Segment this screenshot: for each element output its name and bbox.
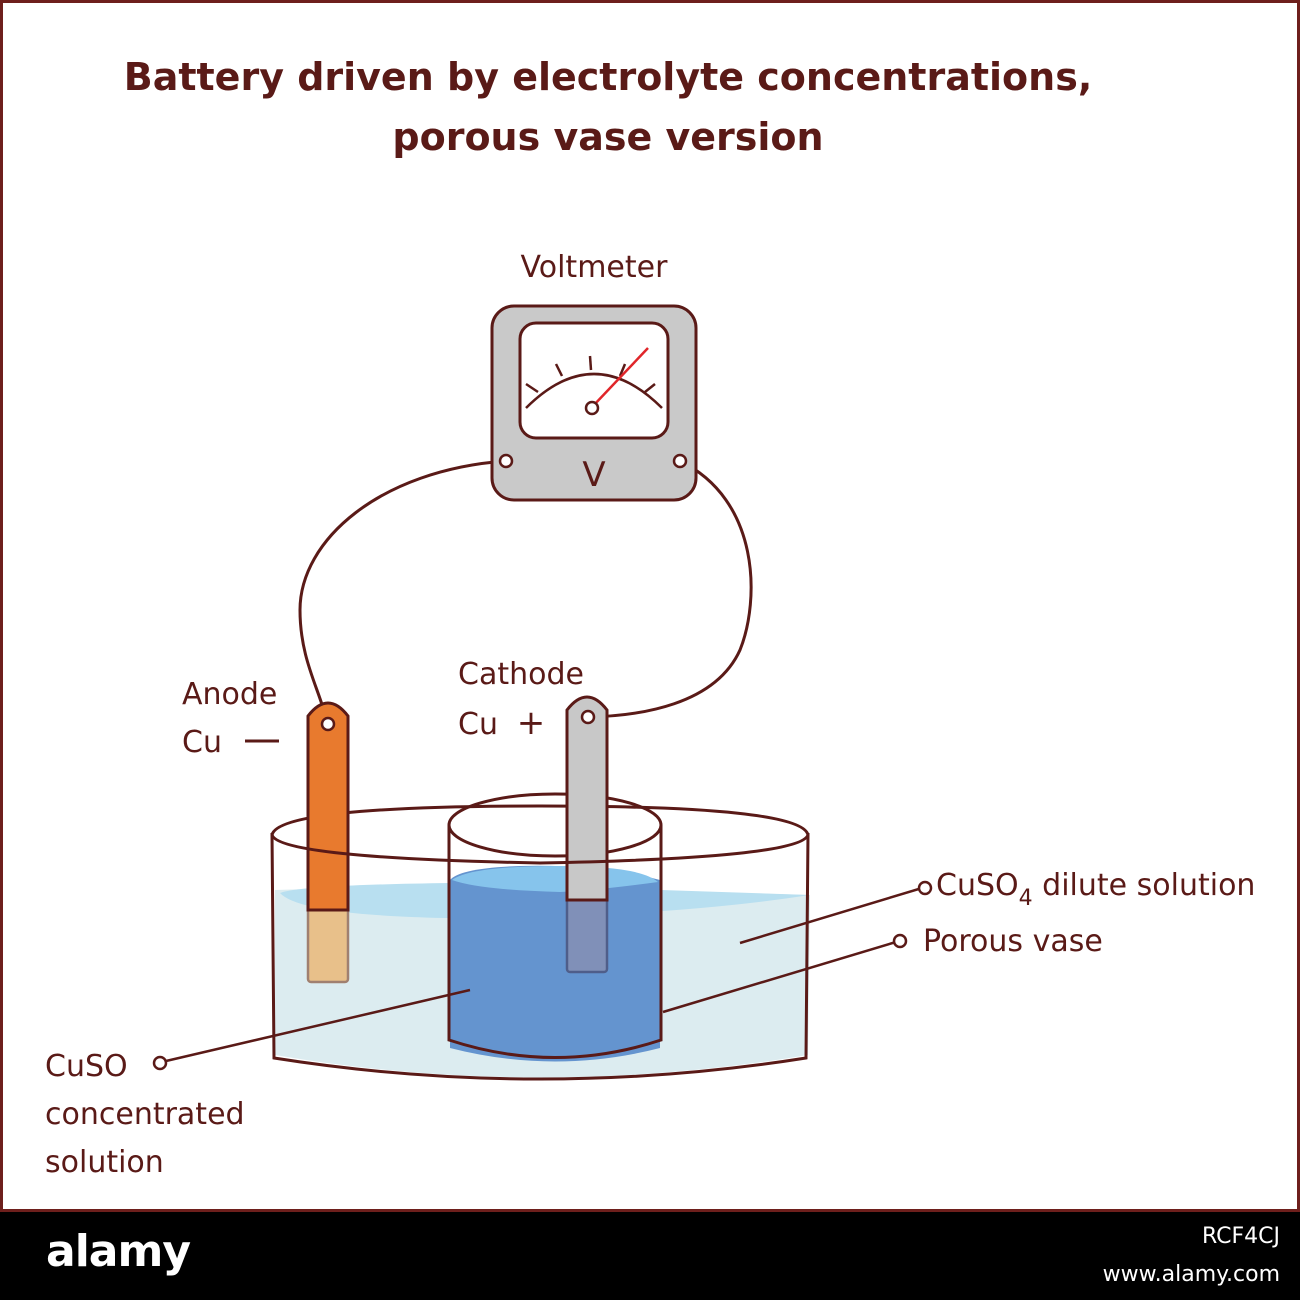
container-back-rim [270,804,810,836]
anode-wire [298,459,507,723]
voltmeter-needle [592,347,649,407]
container-front-rim [270,834,810,865]
anode-terminal [320,716,336,732]
voltmeter-dial [518,321,670,440]
cathode-plus-sign: + [517,703,546,743]
cathode-element-label: Cu [458,707,498,742]
dilute-formula: CuSO [936,868,1019,903]
site-url: www.alamy.com [1102,1262,1280,1287]
concentrated-solution [450,865,660,1062]
dial-arc [525,372,663,409]
concentrated-label-line-3: solution [45,1145,164,1180]
dilute-callout-line [739,886,923,945]
cathode-rod [565,695,609,902]
dial-tick [525,382,539,394]
anode-element-label: Cu [182,725,222,760]
concentrated-callout-line [165,988,471,1063]
dial-tick [644,383,656,393]
dilute-solution-label: CuSO4 dilute solution [936,868,1255,911]
dial-tick [554,363,564,377]
dilute-callout-dot [917,880,933,896]
battery-diagram: Battery driven by electrolyte concentrat… [45,55,1255,1180]
dilute-subscript: 4 [1019,886,1033,911]
cathode-electrode [565,695,609,902]
dial-tick [618,363,627,377]
vase-walls [447,825,663,1059]
voltmeter-label: Voltmeter [521,250,669,285]
concentrated-label-line-2: concentrated [45,1097,245,1132]
porous-vase-label: Porous vase [923,924,1103,959]
porous-callout-line [662,940,897,1014]
dial-tick [588,355,593,371]
concentrated-label-line-1: CuSO [45,1049,128,1084]
concentrated-callout-dot [152,1055,168,1071]
container-walls [270,832,810,1081]
cathode-name-label: Cathode [458,657,584,692]
anode-name-label: Anode [182,677,277,712]
title-line-2: porous vase version [392,115,823,159]
stock-footer: alamy RCF4CJ www.alamy.com [0,1212,1300,1300]
dilute-description: dilute solution [1033,868,1256,903]
alamy-logo: alamy [46,1226,191,1277]
cathode-wire [587,459,753,719]
cathode-terminal [580,709,596,725]
title-line-1: Battery driven by electrolyte concentrat… [124,55,1093,99]
voltmeter-unit-symbol: V [582,455,605,495]
porous-callout-dot [892,933,908,949]
voltmeter: V [490,304,698,502]
porous-vase [447,792,663,1062]
anode-submerged [306,898,350,984]
cathode-submerged [565,894,609,974]
vase-rim [447,792,663,858]
voltmeter-terminal-negative [498,453,514,469]
needle-pivot [584,400,600,416]
voltmeter-terminal-positive [672,453,688,469]
image-id: RCF4CJ [1201,1224,1280,1249]
anode-electrode [306,701,350,912]
anode-rod [306,701,350,912]
